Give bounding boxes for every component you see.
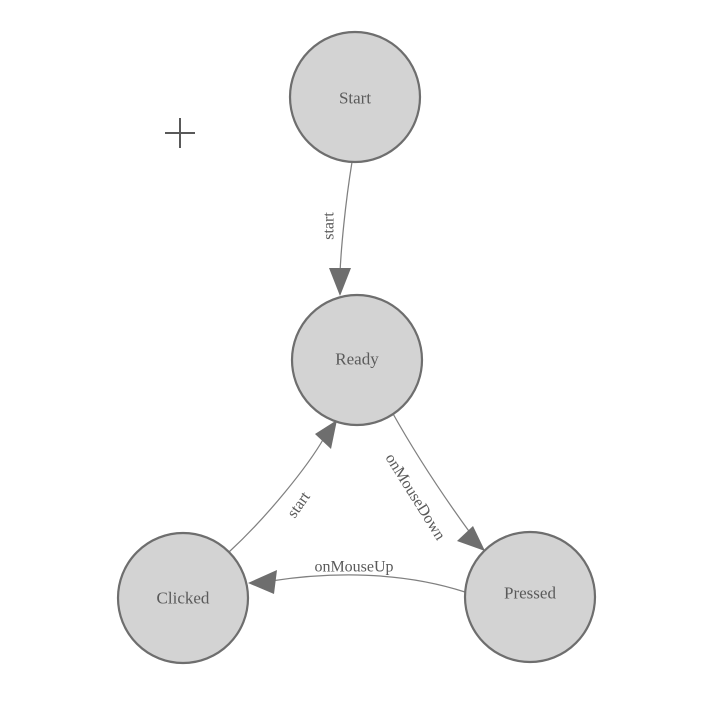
edge-label: start: [321, 212, 338, 240]
edge-pressed-to-clicked[interactable]: onMouseUp: [248, 559, 466, 595]
node-label: Pressed: [504, 584, 556, 603]
edge-line: [270, 574, 466, 593]
node-shape: [116, 531, 250, 665]
edge-label: start: [284, 488, 314, 521]
arrowhead-icon: [248, 570, 277, 594]
edge-line: [339, 161, 353, 274]
arrowhead-icon: [315, 420, 337, 449]
node-ready[interactable]: Ready: [290, 293, 424, 427]
node-label: Start: [339, 89, 371, 108]
arrowhead-icon: [329, 268, 351, 296]
node-shape: [290, 293, 424, 427]
node-pressed[interactable]: Pressed: [463, 530, 597, 664]
edge-line: [228, 437, 325, 553]
node-shape: [288, 30, 422, 164]
edge-label: onMouseDown: [382, 451, 449, 544]
node-label: Ready: [335, 350, 379, 369]
node-shape: [463, 530, 597, 664]
node-label: Clicked: [157, 589, 210, 608]
crosshair-icon[interactable]: [165, 118, 195, 148]
edge-label: onMouseUp: [314, 559, 393, 576]
edge-clicked-to-ready[interactable]: start: [228, 420, 337, 553]
edge-ready-to-pressed[interactable]: onMouseDown: [382, 411, 485, 551]
node-clicked[interactable]: Clicked: [116, 531, 250, 665]
node-start[interactable]: Start: [288, 30, 422, 164]
edge-start-to-ready[interactable]: start: [321, 161, 353, 296]
arrowhead-icon: [457, 526, 485, 551]
edge-line: [391, 411, 472, 535]
